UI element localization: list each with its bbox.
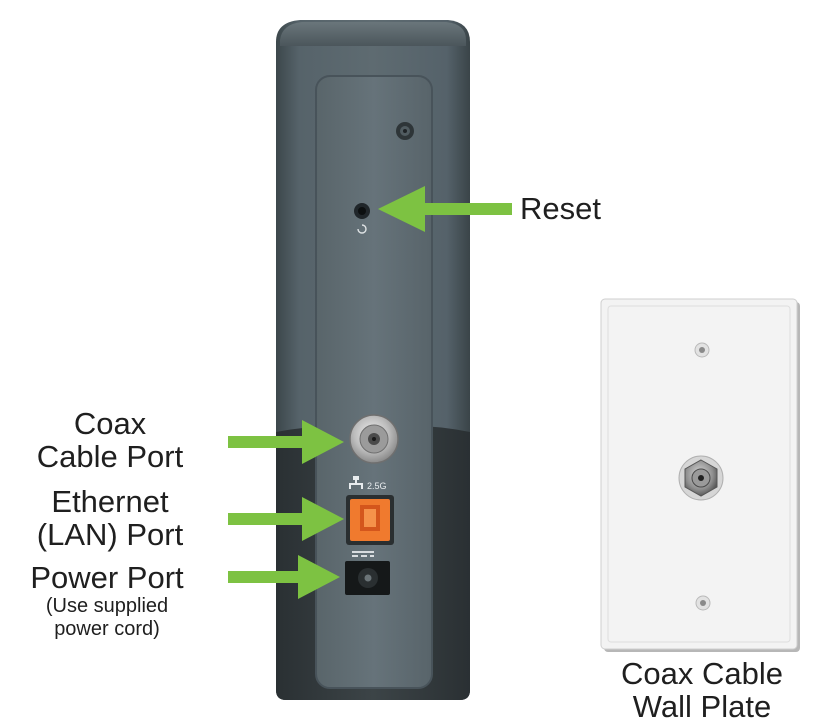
network-icon bbox=[349, 476, 363, 489]
reset-button bbox=[354, 203, 370, 219]
screw-hole-bottom-icon bbox=[695, 595, 711, 611]
power-port-note: (Use supplied power cord) bbox=[2, 595, 212, 641]
modem-top-grille bbox=[280, 22, 466, 46]
power-port-label-line: Power Port bbox=[30, 560, 184, 595]
screw-hole-top-icon bbox=[694, 342, 710, 358]
coax-port-label-line-1: Coax bbox=[73, 406, 147, 441]
cable-modem: 2.5G bbox=[276, 20, 470, 700]
coax-cable-port bbox=[349, 414, 399, 464]
modem-back-panel bbox=[315, 75, 433, 689]
coax-wall-plate bbox=[600, 298, 800, 652]
ethernet-port-label: Ethernet (LAN) Port bbox=[10, 485, 210, 552]
ethernet-port-label-line-2: (LAN) Port bbox=[36, 517, 184, 553]
power-port bbox=[345, 551, 390, 595]
arrow-ethernet bbox=[228, 497, 344, 541]
wall-plate-label-line-1: Coax Cable bbox=[621, 656, 783, 691]
wall-plate-label-line-2: Wall Plate bbox=[632, 689, 772, 725]
wall-coax-connector bbox=[678, 455, 724, 501]
reset-label: Reset bbox=[520, 191, 601, 226]
ethernet-lan-port: 2.5G bbox=[346, 476, 394, 545]
arrow-power bbox=[228, 555, 340, 599]
reset-label-text: Reset bbox=[520, 191, 601, 226]
reset-symbol-icon bbox=[357, 224, 367, 234]
arrow-reset bbox=[378, 186, 512, 232]
wall-plate-label: Coax Cable Wall Plate bbox=[590, 657, 814, 724]
power-port-label: Power Port bbox=[2, 560, 212, 595]
port-speed-label: 2.5G bbox=[367, 481, 387, 491]
arrow-coax bbox=[228, 420, 344, 464]
coax-port-label-line-2: Cable Port bbox=[36, 439, 184, 475]
ethernet-port-label-line-1: Ethernet bbox=[51, 484, 169, 519]
coax-port-label: Coax Cable Port bbox=[10, 407, 210, 474]
power-note-line-1: (Use supplied bbox=[45, 595, 169, 617]
screw-icon bbox=[396, 122, 414, 140]
power-note-line-2: power cord) bbox=[54, 618, 160, 640]
